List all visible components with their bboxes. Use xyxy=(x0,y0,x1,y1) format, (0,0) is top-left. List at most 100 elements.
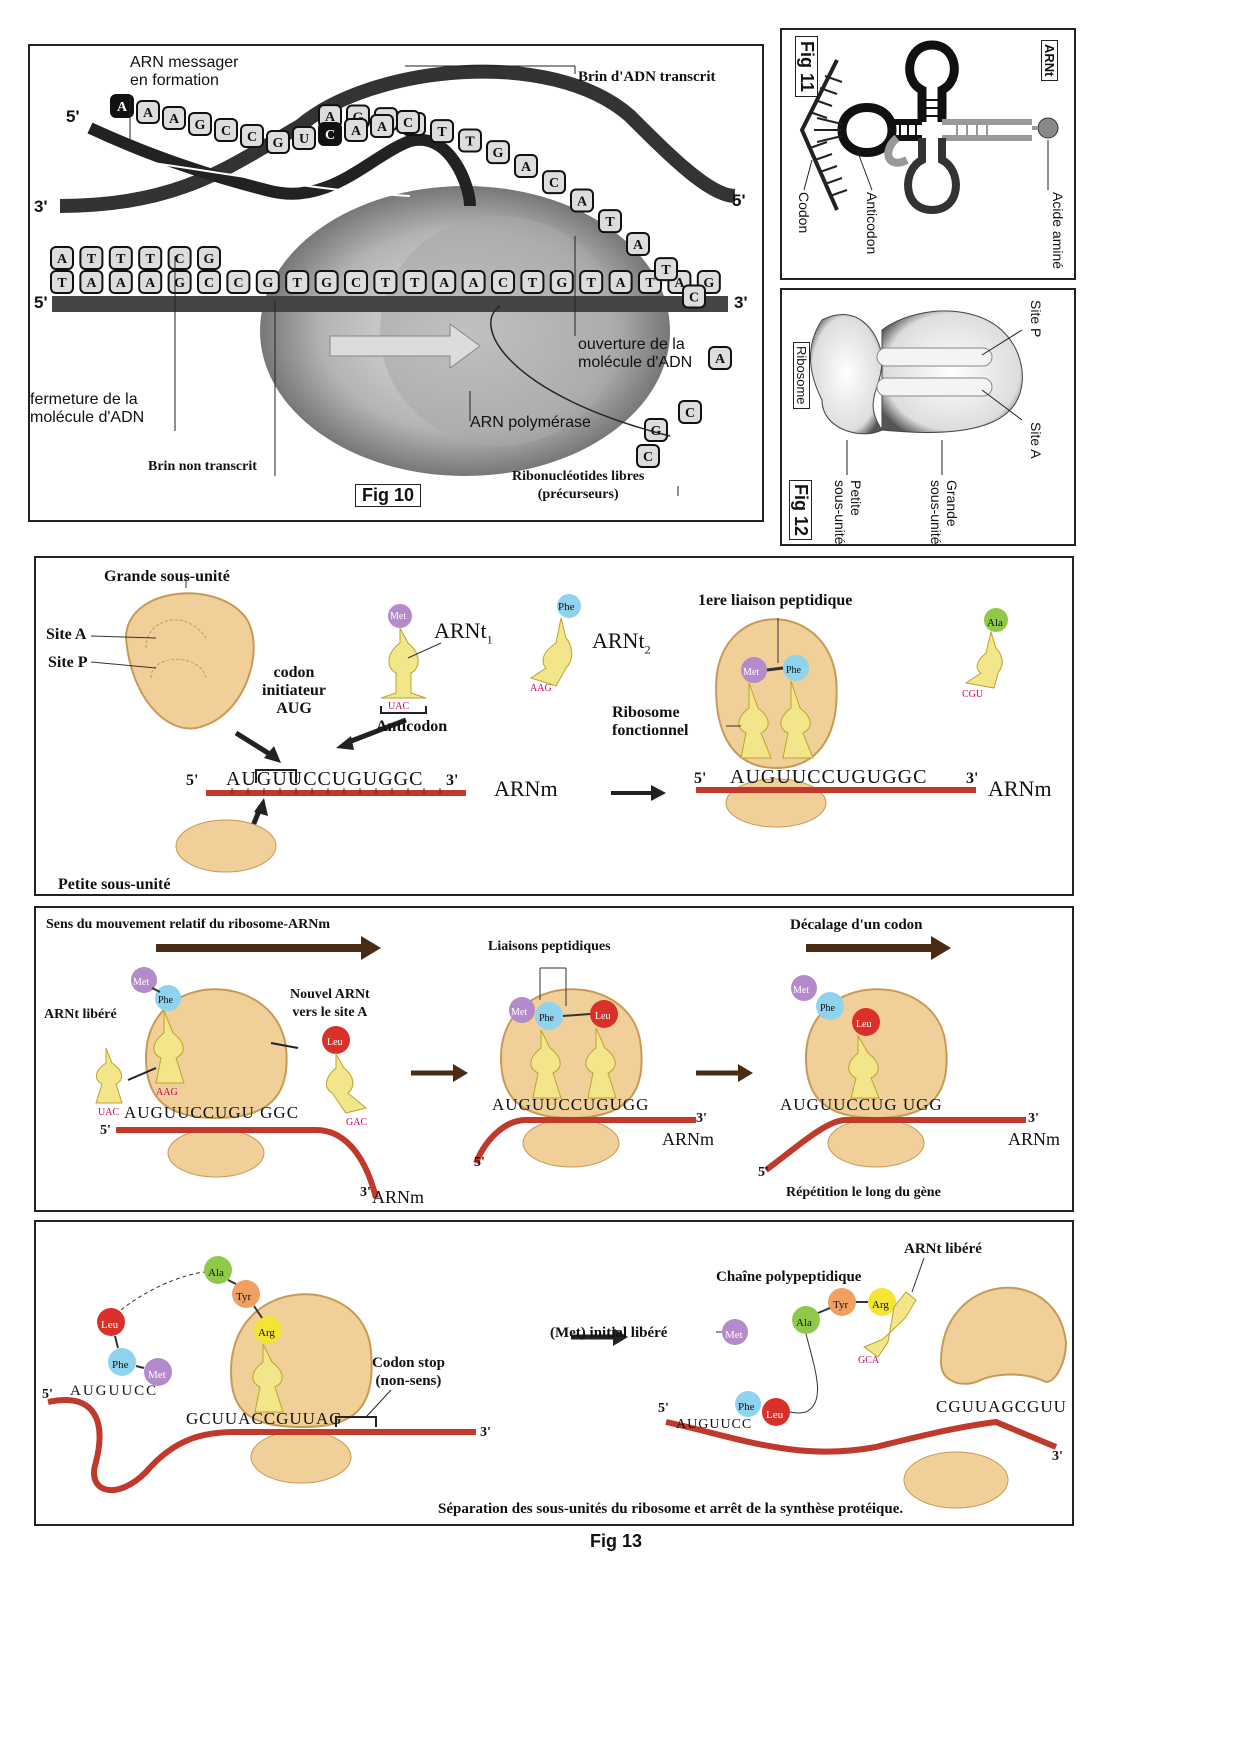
svg-text:A: A xyxy=(469,276,480,291)
p1-3prime-right: 3' xyxy=(966,770,979,787)
p1-anticodon-uac: UAC xyxy=(388,701,410,712)
nucleotide-base: G xyxy=(188,112,212,136)
fig12-petite: Petite sous-unité xyxy=(832,480,864,545)
p2-3prime-1: 3' xyxy=(360,1185,371,1200)
nucleotide-base: C xyxy=(682,284,706,309)
svg-text:T: T xyxy=(465,135,475,150)
p3-seq-left-start: AUGUUCC xyxy=(70,1383,159,1399)
p3-phe-right: Phe xyxy=(738,1401,755,1413)
svg-text:G: G xyxy=(493,146,504,161)
label-5prime-bottom: 5' xyxy=(34,293,48,312)
direction-arrow xyxy=(329,323,481,369)
p1-anticodon: Anticodon xyxy=(376,718,448,735)
p1-codon-initiateur: codon initiateur AUG xyxy=(262,664,326,717)
p2-phe1: Phe xyxy=(158,995,173,1006)
svg-text:U: U xyxy=(299,132,309,147)
p3-5prime-left: 5' xyxy=(42,1387,53,1402)
svg-text:G: G xyxy=(321,276,332,291)
svg-text:G: G xyxy=(195,118,206,133)
label-arn-messager: ARN messager en formation xyxy=(130,54,239,89)
nucleotide-base: T xyxy=(654,257,678,282)
p3-gca: GCA xyxy=(858,1355,880,1366)
nucleotide-base: T xyxy=(50,270,74,294)
svg-text:G: G xyxy=(262,276,273,291)
p2-aag: AAG xyxy=(156,1087,178,1098)
svg-text:T: T xyxy=(57,276,67,291)
p3-seq-left: GCUUACCGUUAG xyxy=(186,1409,343,1428)
p1-site-p: Site P xyxy=(48,654,88,671)
nucleotide-base: A xyxy=(138,270,163,294)
nucleotide-base: G xyxy=(314,270,339,294)
p1-5prime-left: 5' xyxy=(186,772,199,789)
nucleotide-base: C xyxy=(344,270,368,294)
svg-text:C: C xyxy=(498,276,508,291)
svg-text:C: C xyxy=(204,276,214,291)
svg-text:C: C xyxy=(325,128,335,143)
svg-text:A: A xyxy=(86,276,97,291)
nucleotide-base: C xyxy=(396,110,420,134)
p2-5prime-1: 5' xyxy=(100,1123,111,1138)
p1-arnt1: ARNt1 xyxy=(434,620,493,648)
fig11-title: Fig 11 xyxy=(795,36,818,98)
elongation-diagram xyxy=(95,936,1026,1199)
fig12-grande: Grande sous-unité xyxy=(928,480,960,545)
svg-text:T: T xyxy=(661,263,671,278)
arrow-ouverture xyxy=(490,305,671,437)
p2-liaisons: Liaisons peptidiques xyxy=(488,939,611,954)
svg-text:A: A xyxy=(145,276,156,291)
p2-sens: Sens du mouvement relatif du ribosome-AR… xyxy=(46,917,331,932)
p3-tyr: Tyr xyxy=(236,1291,252,1303)
brin-transcrit-strand xyxy=(59,64,736,213)
nucleotide-base: C xyxy=(491,270,515,294)
svg-text:A: A xyxy=(143,106,154,121)
p2-seq2: AUGUUCCUGUGG xyxy=(492,1095,650,1114)
fig13-title: Fig 13 xyxy=(590,1531,643,1551)
initiation-diagram xyxy=(90,578,1008,873)
p2-uac: UAC xyxy=(98,1107,120,1118)
nucleotide-base: C xyxy=(197,270,221,294)
nucleotide-base: A xyxy=(108,270,133,294)
nucleotide-base: G xyxy=(255,270,280,294)
translation-initiation-panel: Grande sous-unité Site A Site P codon in… xyxy=(34,556,1074,896)
arn-messager-strand xyxy=(87,122,476,207)
p1-arnt1-sub: 1 xyxy=(486,632,493,647)
p3-arg: Arg xyxy=(258,1327,275,1339)
p3-met-free: Met xyxy=(725,1329,743,1341)
p2-arnm-1: ARNm xyxy=(372,1187,425,1207)
nucleotide-base: G xyxy=(197,246,221,270)
p3-3prime-right: 3' xyxy=(1052,1449,1063,1464)
p1-ala-label: Ala xyxy=(987,617,1003,629)
translation-elongation-panel: Sens du mouvement relatif du ribosome-AR… xyxy=(34,906,1074,1212)
fig12-site-a: Site A xyxy=(1028,422,1044,459)
svg-text:T: T xyxy=(293,276,303,291)
nucleotide-base: T xyxy=(285,270,310,294)
free-ribonucleotide: C xyxy=(678,400,702,424)
svg-text:T: T xyxy=(587,276,597,291)
nucleotide-base: T xyxy=(373,270,398,294)
svg-text:A: A xyxy=(169,112,180,127)
nucleotide-base: T xyxy=(520,270,545,294)
p3-ala: Ala xyxy=(208,1267,224,1279)
arrow-fermeture xyxy=(99,155,411,197)
svg-text:G: G xyxy=(204,252,215,267)
p3-leu: Leu xyxy=(101,1319,119,1331)
svg-text:C: C xyxy=(247,130,257,145)
nucleotide-base: C xyxy=(167,246,192,270)
fig12-panel: Site P Site A Ribosome Fig 12 Petite sou… xyxy=(780,288,1076,546)
p1-arnt2-sub: 2 xyxy=(644,642,651,657)
p1-anticodon-aag: AAG xyxy=(530,683,552,694)
p1-site-a: Site A xyxy=(46,626,87,643)
label-ribonucleotides: Ribonucléotides libres (précurseurs) xyxy=(512,469,645,502)
nucleotide-base: T xyxy=(430,119,454,144)
svg-text:T: T xyxy=(116,252,126,267)
free-ribonucleotide: A xyxy=(708,346,732,370)
p2-phe2: Phe xyxy=(539,1013,554,1024)
label-ouverture: ouverture de la molécule d'ADN xyxy=(578,336,693,371)
nucleotide-base: A xyxy=(514,154,538,178)
fig11-panel: Fig 11 ARNt Codon Anticodon Acide aminé xyxy=(780,28,1076,280)
nucleotide-base: A xyxy=(110,94,134,118)
p1-arnm-left: ARNm xyxy=(494,776,558,801)
nucleotide-base: T xyxy=(108,246,133,270)
